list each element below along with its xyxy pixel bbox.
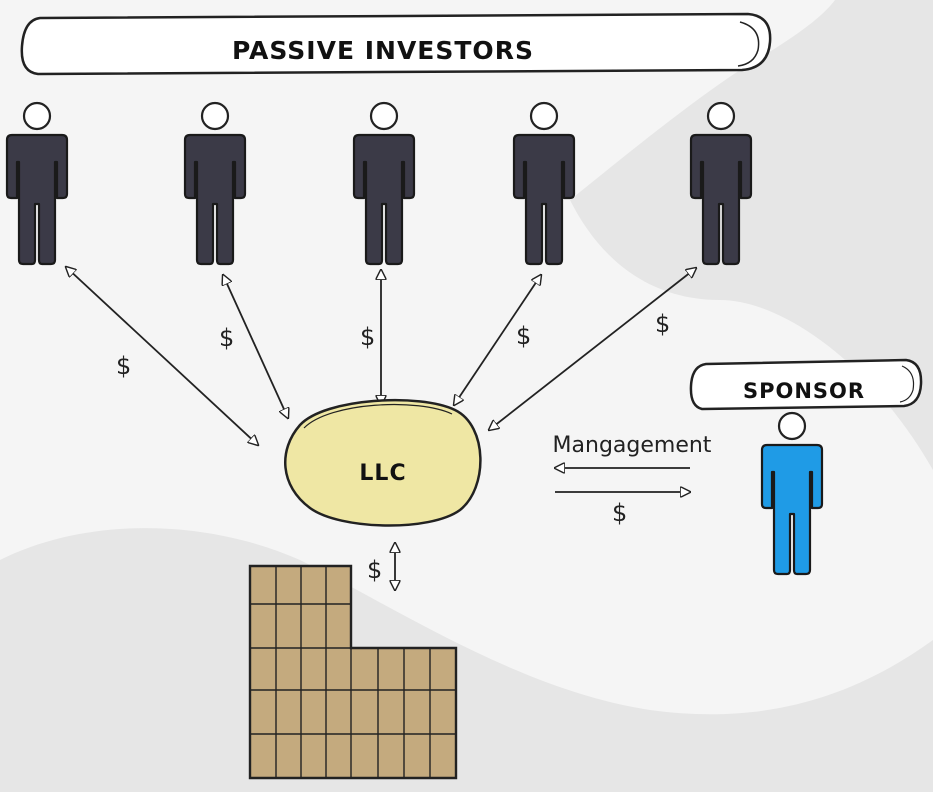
sponsor-label: SPONSOR (743, 379, 865, 403)
property-building-icon (248, 564, 458, 780)
arrow-investor-5 (489, 268, 696, 430)
management-label: Mangagement (553, 433, 712, 458)
money-label-2: $ (219, 324, 234, 352)
money-label-3: $ (360, 323, 375, 351)
investor-icon-2 (183, 101, 247, 266)
money-label-4: $ (516, 322, 531, 350)
arrow-investor-1 (66, 267, 258, 445)
investor-icon-3 (352, 101, 416, 266)
money-label-sponsor: $ (612, 499, 627, 527)
background-shade-bottom (0, 528, 933, 792)
sponsor-icon (760, 411, 824, 576)
money-label-5: $ (655, 310, 670, 338)
investor-llc-arrows (66, 267, 696, 445)
sponsor-llc-arrows (555, 468, 690, 492)
llc-node: LLC (284, 398, 482, 527)
investor-icon-1 (5, 101, 69, 266)
passive-investors-banner: PASSIVE INVESTORS (20, 12, 772, 76)
sponsor-banner: SPONSOR (689, 358, 923, 411)
money-label-property: $ (367, 556, 382, 584)
arrow-investor-2 (223, 275, 288, 418)
background-shade-top-right (570, 0, 933, 470)
banner-title: PASSIVE INVESTORS (232, 36, 534, 65)
llc-label: LLC (359, 461, 406, 486)
money-label-1: $ (116, 352, 131, 380)
investor-icon-4 (512, 101, 576, 266)
